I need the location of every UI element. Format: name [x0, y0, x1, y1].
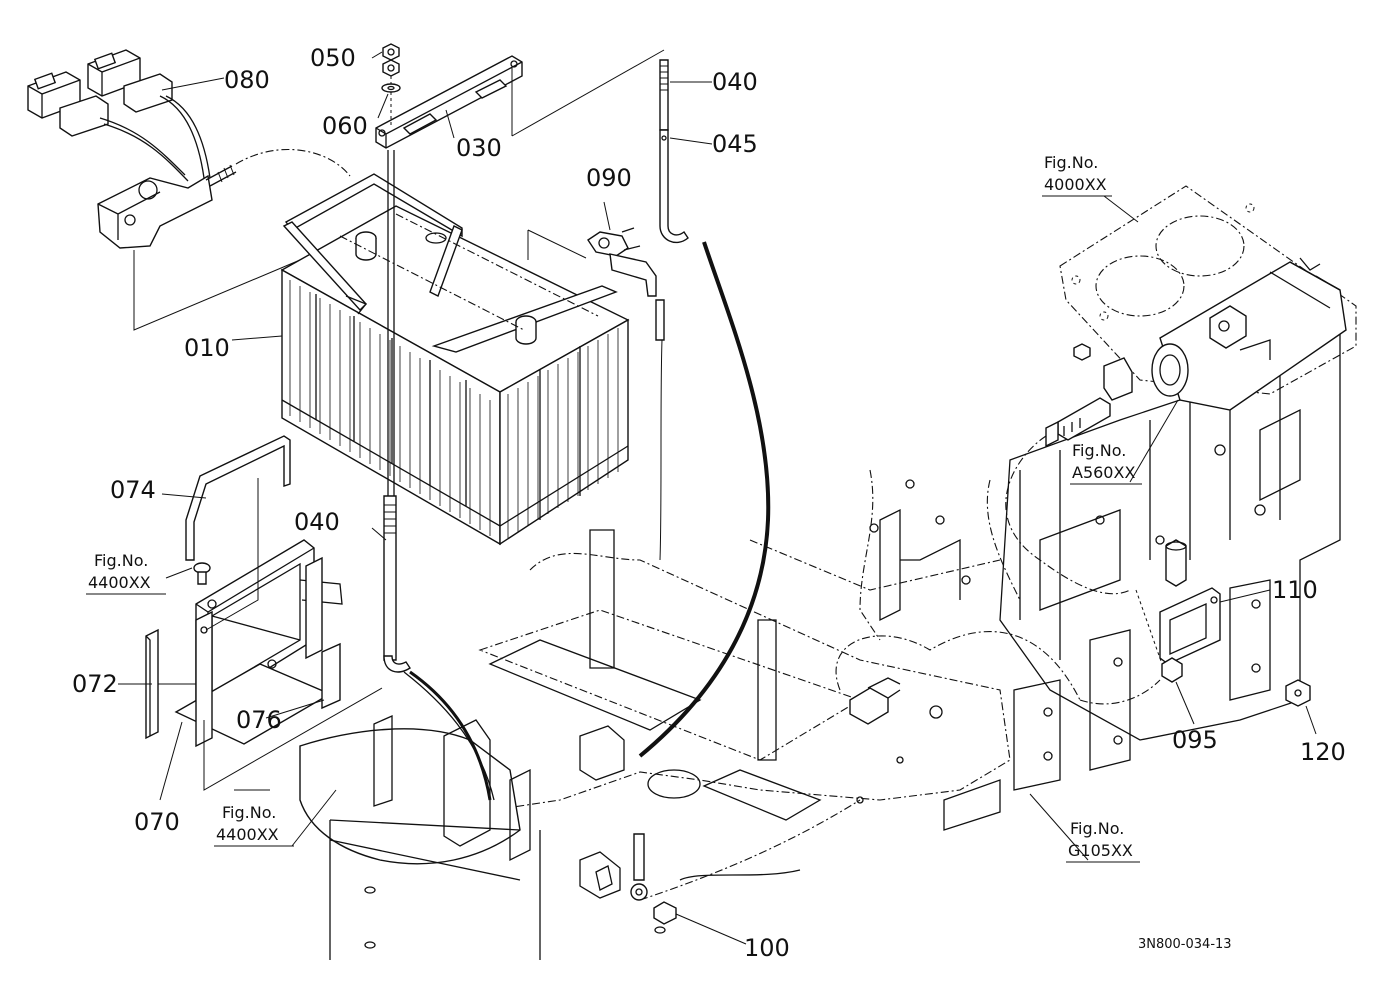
rod-040-right: [659, 59, 669, 131]
part-label-045: 045: [712, 130, 758, 158]
battery-clamp-030: [375, 55, 523, 149]
part-label-076: 076: [236, 706, 282, 734]
nut-050: [382, 43, 400, 77]
fig-ref-a560-caption: Fig.No.: [1072, 441, 1126, 460]
bracket-076: [305, 556, 341, 710]
part-label-120: 120: [1300, 738, 1346, 766]
rod-074: [185, 435, 291, 561]
fig-ref-4400-left-code: 4400XX: [88, 573, 151, 592]
part-label-050: 050: [310, 44, 356, 72]
fig-ref-g105-caption: Fig.No.: [1070, 819, 1124, 838]
battery-terminal-090: [587, 227, 665, 341]
starter-motor: [1151, 257, 1347, 411]
part-label-010: 010: [184, 334, 230, 362]
battery-holder-070: [174, 539, 343, 748]
connector-harness-080: [27, 49, 237, 249]
part-label-095: 095: [1172, 726, 1218, 754]
fig-ref-4400-bottom-caption: Fig.No.: [222, 803, 276, 822]
battery-010: [280, 173, 630, 546]
part-label-072: 072: [72, 670, 118, 698]
fig-ref-a560-code: A560XX: [1072, 463, 1135, 482]
washer-060: [381, 83, 401, 93]
bolt-fig-4400: [193, 562, 211, 585]
rod-040-left: [383, 150, 411, 673]
part-label-090: 090: [586, 164, 632, 192]
part-label-074: 074: [110, 476, 156, 504]
part-label-030: 030: [456, 134, 502, 162]
part-label-080: 080: [224, 66, 270, 94]
part-label-060: 060: [322, 112, 368, 140]
part-label-110: 110: [1272, 576, 1318, 604]
frame-body: [299, 469, 1011, 960]
part-label-040-bottom: 040: [294, 508, 340, 536]
bolt-100: [653, 901, 677, 925]
fig-ref-4000-caption: Fig.No.: [1044, 153, 1098, 172]
drawing-code: 3N800-034-13: [1138, 937, 1232, 952]
bolt-120: [1285, 679, 1311, 707]
battery-cable: [638, 241, 771, 758]
rod-045: [659, 129, 689, 244]
fig-ref-g105-code: G105XX: [1068, 841, 1133, 860]
fig-ref-4400-bottom-code: 4400XX: [216, 825, 279, 844]
ground-cable: [403, 670, 648, 901]
part-label-100: 100: [744, 934, 790, 962]
engine-block: [986, 185, 1357, 791]
part-label-040-top: 040: [712, 68, 758, 96]
fig-ref-4400-left-caption: Fig.No.: [94, 551, 148, 570]
glow-plug-lead: [1005, 343, 1133, 595]
harness-connector: [835, 631, 1081, 725]
sensor-bracket-110: [1159, 539, 1221, 665]
bolt-095: [1161, 657, 1183, 683]
part-label-070: 070: [134, 808, 180, 836]
fig-ref-4000-code: 4000XX: [1044, 175, 1107, 194]
